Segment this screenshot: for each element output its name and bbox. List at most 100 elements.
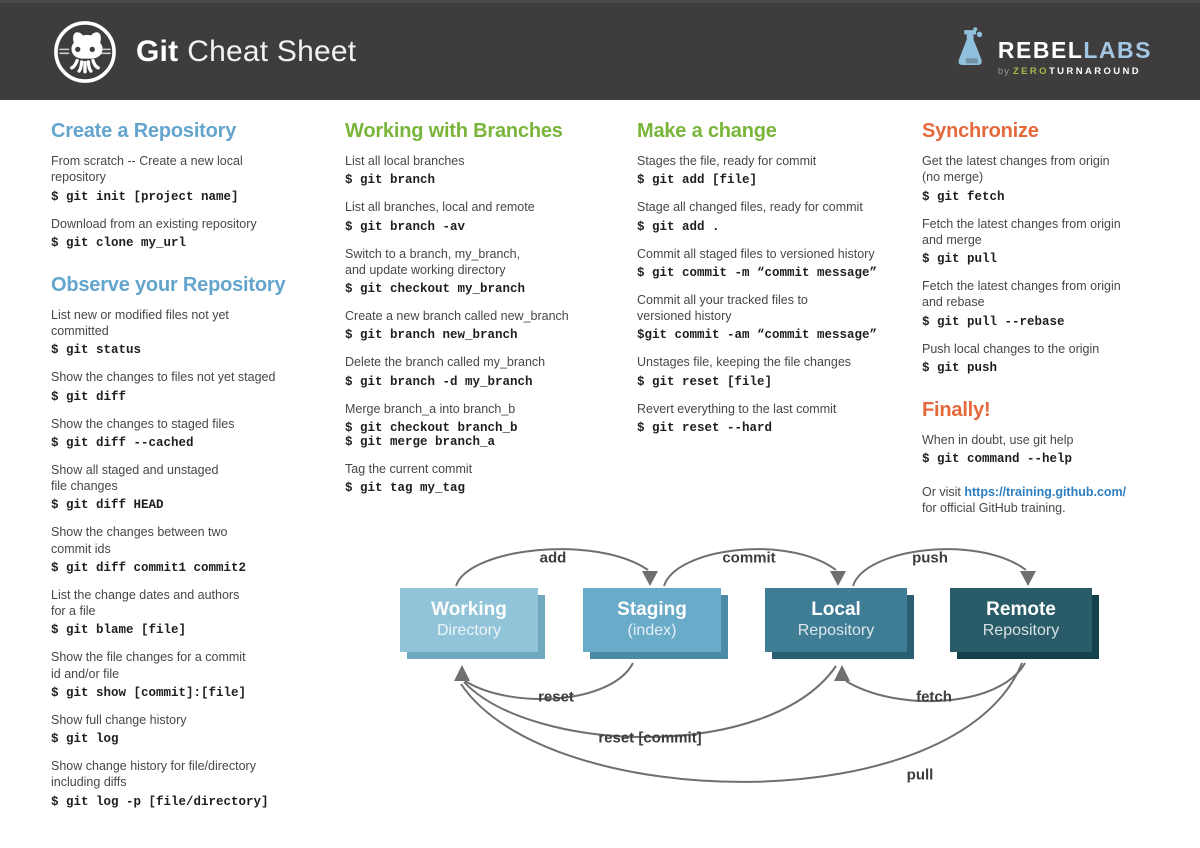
arrow-label-reset: reset [538, 688, 574, 706]
cheat-item: Show the file changes for a commit id an… [51, 649, 336, 700]
byline-turnaround-text: TURNAROUND [1048, 65, 1142, 77]
box-subtitle: Directory [436, 622, 501, 640]
item-description: Fetch the latest changes from origin and… [922, 216, 1121, 247]
item-command: $ git log [51, 732, 119, 746]
item-description: Commit all your tracked files to version… [637, 292, 808, 323]
item-command: $ git branch -av [345, 219, 466, 234]
item-command: $ git status [51, 343, 142, 358]
section-synchronize: Synchronize Get the latest changes from … [922, 120, 1184, 375]
item-command: $ git branch -d my_branch [345, 374, 533, 389]
column-branches: Working with Branches List all local bra… [345, 120, 630, 507]
item-command: $ git add . [637, 219, 720, 234]
cheat-item: Fetch the latest changes from origin and… [922, 278, 1184, 329]
item-description: Show all staged and unstaged file change… [51, 462, 219, 493]
item-description: Get the latest changes from origin (no m… [922, 154, 1110, 185]
cheat-item: Delete the branch called my_branch $ git… [345, 354, 630, 388]
item-command: $ git diff commit1 commit2 [51, 560, 247, 575]
item-description: Show the changes between two commit ids [51, 525, 228, 556]
rebellabs-labs-text: LABS [1083, 36, 1152, 63]
item-command: $ git tag my_tag [345, 481, 466, 495]
item-command: $ git branch [345, 173, 436, 188]
cheat-item: Commit all your tracked files to version… [637, 292, 919, 343]
arrow-label-add: add [539, 549, 567, 567]
item-description: Download from an existing repository [51, 216, 257, 231]
cheat-item: List all branches, local and remote $ gi… [345, 199, 630, 233]
item-description: Show the changes to files not yet staged [51, 370, 276, 385]
cheat-item: Switch to a branch, my_branch, and updat… [345, 246, 630, 297]
cheat-item: Show change history for file/directory i… [51, 758, 336, 809]
item-description: List new or modified files not yet commi… [51, 307, 229, 338]
item-command: $ git add [file] [637, 173, 758, 188]
cheat-item: Show the changes to files not yet staged… [51, 369, 336, 403]
item-command: $ git pull --rebase [922, 314, 1065, 329]
rebellabs-rebel-text: REBEL [997, 36, 1084, 63]
item-description: Stages the file, ready for commit [637, 154, 817, 168]
item-command: $ git checkout branch_b $ git merge bran… [345, 420, 518, 449]
box-subtitle: Repository [982, 622, 1060, 640]
page-title-cheat-sheet: Cheat Sheet [187, 34, 357, 68]
pull-arrow [460, 662, 1023, 783]
arrow-label-reset-commit: reset [commit] [598, 729, 702, 747]
item-description: List all branches, local and remote [345, 200, 535, 215]
item-description: Show full change history [51, 712, 187, 727]
item-description: Tag the current commit [345, 461, 473, 476]
byline-by-text: by [997, 65, 1010, 77]
heading-observe-your-repository: Observe your Repository [51, 273, 286, 296]
cheat-item: Revert everything to the last commit $ g… [637, 401, 919, 435]
item-description: Delete the branch called my_branch [345, 355, 546, 370]
cheat-item: Stages the file, ready for commit $ git … [637, 153, 919, 187]
item-command: $ git fetch [922, 189, 1005, 204]
arrow-label-commit: commit [722, 549, 776, 567]
github-training-note: Or visit https://training.github.com/for… [922, 484, 1184, 517]
arrow-label-push: push [912, 549, 948, 567]
box-title: Working [431, 599, 507, 621]
item-command: $ git diff [51, 389, 127, 404]
item-description: Show the changes to staged files [51, 416, 235, 431]
box-title: Remote [986, 599, 1056, 621]
item-description: When in doubt, use git help [922, 432, 1074, 447]
item-description: List all local branches [345, 154, 465, 168]
box-subtitle: (index) [627, 622, 677, 640]
heading-synchronize: Synchronize [922, 120, 1039, 142]
training-github-link[interactable]: https://training.github.com/ [964, 485, 1127, 499]
item-description: Stage all changed files, ready for commi… [637, 200, 863, 215]
item-description: Merge branch_a into branch_b [345, 401, 516, 416]
cheat-item: Unstages file, keeping the file changes … [637, 354, 919, 388]
item-description: Push local changes to the origin [922, 341, 1100, 356]
rebellabs-wordmark: REBELLABS [997, 36, 1152, 63]
page-title: Git Cheat Sheet [136, 3, 356, 100]
diagram-box-local-repository: Local Repository [765, 588, 907, 652]
cheat-item: Get the latest changes from origin (no m… [922, 153, 1184, 204]
item-command: $ git push [922, 360, 998, 375]
item-command: $ git log -p [file/directory] [51, 794, 269, 809]
cheat-item: Tag the current commit $ git tag my_tag [345, 461, 630, 495]
item-command: $ git blame [file] [51, 623, 187, 638]
cheat-item: From scratch -- Create a new local repos… [51, 153, 336, 204]
heading-make-a-change: Make a change [637, 120, 777, 142]
item-command: $ git reset --hard [637, 420, 773, 435]
arrow-label-fetch: fetch [916, 688, 952, 706]
diagram-box-remote-repository: Remote Repository [950, 588, 1092, 652]
arrowhead-into-working-bottom [454, 665, 470, 681]
column-repository: Create a Repository From scratch -- Crea… [51, 120, 336, 821]
cheat-item: Show all staged and unstaged file change… [51, 462, 336, 513]
item-description: Commit all staged files to versioned his… [637, 246, 875, 261]
section-observe-your-repository: Observe your Repository List new or modi… [51, 274, 336, 809]
cheat-item: Download from an existing repository $ g… [51, 216, 336, 250]
arrowhead-into-remote [1020, 571, 1036, 586]
section-create-a-repository: Create a Repository From scratch -- Crea… [51, 120, 336, 250]
section-working-with-branches: Working with Branches List all local bra… [345, 120, 630, 495]
training-link-prefix: Or visit [922, 485, 965, 499]
item-command: $ git init [project name] [51, 189, 239, 204]
box-title: Staging [617, 599, 687, 621]
cheat-item: Stage all changed files, ready for commi… [637, 199, 919, 233]
cheat-item: Show the changes to staged files $ git d… [51, 416, 336, 450]
item-description: Unstages file, keeping the file changes [637, 355, 852, 370]
item-command: $ git commit -m “commit message” [637, 265, 878, 280]
reset-commit-arrow [463, 665, 837, 738]
item-description: List the change dates and authors for a … [51, 587, 240, 618]
rebellabs-flask-icon [954, 25, 988, 76]
item-command: $ git clone my_url [51, 235, 187, 250]
